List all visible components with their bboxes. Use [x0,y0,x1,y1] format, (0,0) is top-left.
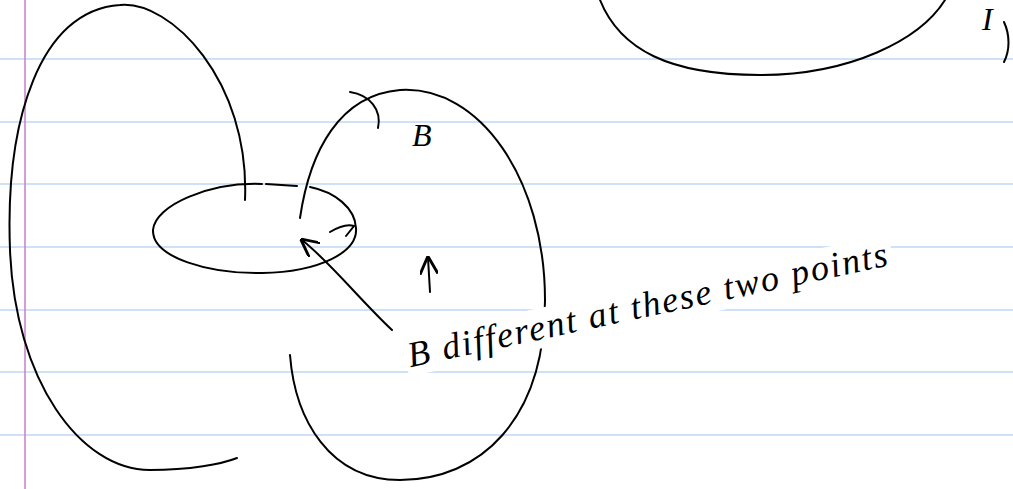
letter-label: I [982,2,993,37]
loop-b [290,90,545,480]
ruled-lines [0,59,1013,435]
pointer-arrow [302,240,392,330]
pointer-arrow [428,258,430,292]
loop-hook [350,92,379,128]
small-arrow-mark [330,225,354,236]
small-ellipse [153,184,356,273]
margin-line [24,0,26,489]
crossing-dash [266,184,297,186]
left-loop [10,5,246,470]
right-bracket [1004,22,1009,62]
letter-label: B [412,118,432,153]
top-right-loop [600,0,945,75]
note-text: B different at these two points [401,234,896,376]
